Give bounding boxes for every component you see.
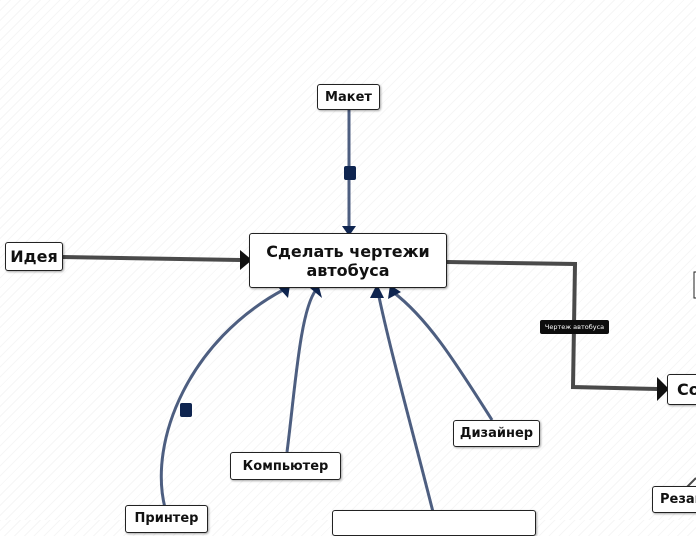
node-bottom-right-cut-label: Резак	[660, 492, 696, 507]
edge-printer-to-central[interactable]	[159, 288, 284, 509]
edge-bottom-to-central[interactable]	[376, 291, 435, 513]
node-central[interactable]: Сделать чертежи автобуса	[249, 233, 447, 288]
node-designer-label: Дизайнер	[459, 426, 534, 441]
node-idea-label: Идея	[10, 247, 58, 266]
arrowhead-idea	[240, 250, 252, 270]
edge-computer-to-central[interactable]	[285, 289, 318, 453]
edge-label-chertezh[interactable]: Чертеж автобуса	[540, 320, 609, 334]
arrowhead-designer	[388, 285, 401, 299]
node-bottom-center[interactable]	[332, 510, 536, 536]
node-idea[interactable]: Идея	[5, 242, 63, 271]
node-maket[interactable]: Макет	[317, 84, 380, 110]
node-computer[interactable]: Компьютер	[230, 452, 341, 480]
node-printer-label: Принтер	[134, 511, 199, 526]
node-designer[interactable]: Дизайнер	[453, 420, 540, 447]
edge-idea-to-central[interactable]	[61, 255, 241, 262]
node-bottom-right-cut[interactable]: Резак	[652, 486, 696, 513]
node-printer[interactable]: Принтер	[125, 505, 208, 533]
edge-designer-to-central[interactable]	[392, 290, 494, 421]
edge-marker-printer[interactable]	[180, 403, 192, 417]
edge-label-text: Чертеж автобуса	[544, 323, 605, 331]
node-right-cut-label: Со	[677, 380, 696, 399]
arrowhead-printer	[278, 285, 290, 298]
arrowhead-maket	[342, 226, 356, 236]
node-computer-label: Компьютер	[242, 458, 329, 474]
edge-marker-maket[interactable]	[344, 166, 356, 180]
node-right-cut[interactable]: Со	[667, 374, 696, 405]
node-maket-label: Макет	[325, 89, 372, 105]
arrowhead-bottom	[370, 284, 384, 298]
arrowhead-right	[657, 377, 669, 401]
node-central-label: Сделать чертежи автобуса	[266, 241, 430, 280]
